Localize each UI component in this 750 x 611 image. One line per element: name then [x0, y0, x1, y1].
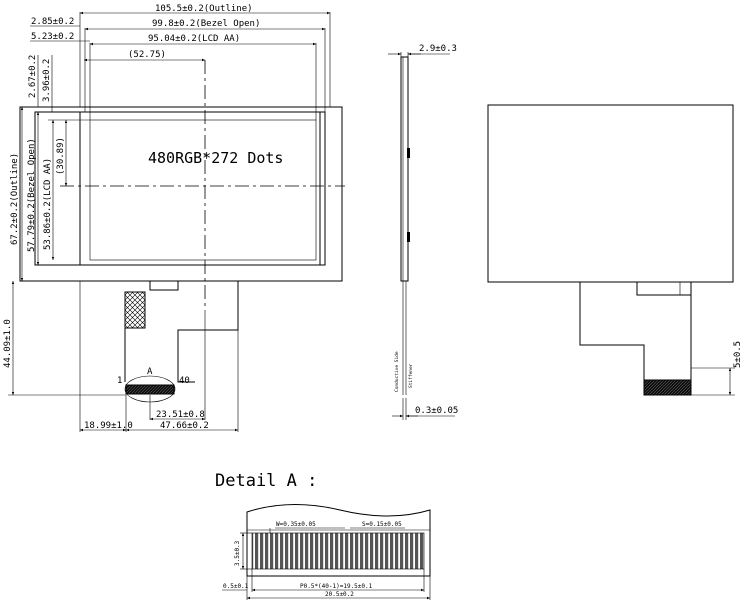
- front-view: 480RGB*272 Dots 105.5±0.2(Outline) 99.8±…: [3, 4, 345, 432]
- side-tab-top: [407, 148, 410, 158]
- top-offset-1-dim: 2.67±0.2: [28, 55, 38, 98]
- detail-a-view: Detail A : W=0.35±0.05 S=0.15±0.05 3.5±0…: [215, 471, 431, 600]
- detail-a-fpc-tail: [246, 504, 431, 577]
- outline-width-dim: 105.5±0.2(Outline): [155, 4, 253, 14]
- fpc-neck: [149, 281, 179, 291]
- resolution-label: 480RGB*272 Dots: [148, 149, 283, 167]
- lcd-aa-height-dim: 53.86±0.2(LCD AA): [43, 158, 53, 250]
- bezel-open-area: [79, 111, 321, 266]
- side-view: 2.9±0.3 0.3±0.05 Conductive Side Stiffen…: [388, 44, 458, 420]
- center-y-dim: (30.89): [56, 137, 66, 175]
- top-offset-2-dim: 3.96±0.2: [42, 59, 52, 102]
- center-x-dim: (52.75): [128, 50, 166, 60]
- fpc-gold-fingers: [125, 384, 175, 395]
- pin-1-label: 1: [117, 376, 122, 386]
- detail-a-title: Detail A :: [215, 471, 317, 491]
- fpc-connector-area: [124, 291, 146, 329]
- pin-space-dim: S=0.15±0.05: [362, 521, 402, 528]
- side-fpc: [402, 281, 407, 395]
- stiffener-height-dim: 3.5±0.3: [234, 540, 241, 566]
- thickness-dim: 2.9±0.3: [419, 44, 457, 54]
- outline-frame: [19, 106, 343, 282]
- fpc-total-dim: 47.66±0.2: [160, 421, 209, 431]
- conductive-side-label: Conductive Side: [394, 351, 400, 392]
- bezel-width-dim: 99.8±0.2(Bezel Open): [152, 19, 260, 29]
- back-fpc-fingers: [643, 379, 692, 396]
- pitch-dim: P0.5*(40-1)=19.5±0.1: [300, 583, 373, 590]
- side-panel-body: [400, 56, 409, 282]
- fpc-thickness-dim: 0.3±0.05: [415, 406, 458, 416]
- back-view: 5±0.5: [487, 104, 743, 396]
- total-width-dim: 20.5±0.2: [325, 591, 354, 598]
- left-offset-1-dim: 2.85±0.2: [31, 17, 74, 27]
- fpc-length-dim: 44.09±1.0: [3, 319, 13, 368]
- back-fpc-tail-dim: 5±0.5: [733, 341, 743, 368]
- back-panel: [487, 104, 734, 283]
- fpc-tail-width-dim: 23.51±0.8: [156, 410, 205, 420]
- detail-a-pin-array: [251, 532, 425, 570]
- edge-dim: 0.5±0.1: [223, 583, 249, 590]
- side-tab-bottom: [407, 232, 410, 242]
- outline-height-dim: 67.2±0.2(Outline): [10, 153, 20, 245]
- lcd-aa-width-dim: 95.04±0.2(LCD AA): [148, 34, 240, 44]
- pin-40-label: 40: [179, 376, 190, 386]
- back-fpc-neck: [636, 282, 692, 296]
- stiffener-label: Stiffener: [408, 363, 414, 388]
- bezel-height-dim: 57.79±0.2(Bezel Open): [27, 138, 37, 252]
- pin-width-dim: W=0.35±0.05: [276, 521, 316, 528]
- fpc-right-edge: [177, 281, 239, 383]
- detail-a-tag: A: [147, 367, 153, 377]
- lcd-active-area: [89, 119, 317, 261]
- panel-body: [34, 111, 326, 266]
- left-offset-2-dim: 5.23±0.2: [31, 32, 74, 42]
- back-fpc-left: [579, 282, 645, 380]
- fpc-offset-dim: 18.99±1.0: [84, 421, 133, 431]
